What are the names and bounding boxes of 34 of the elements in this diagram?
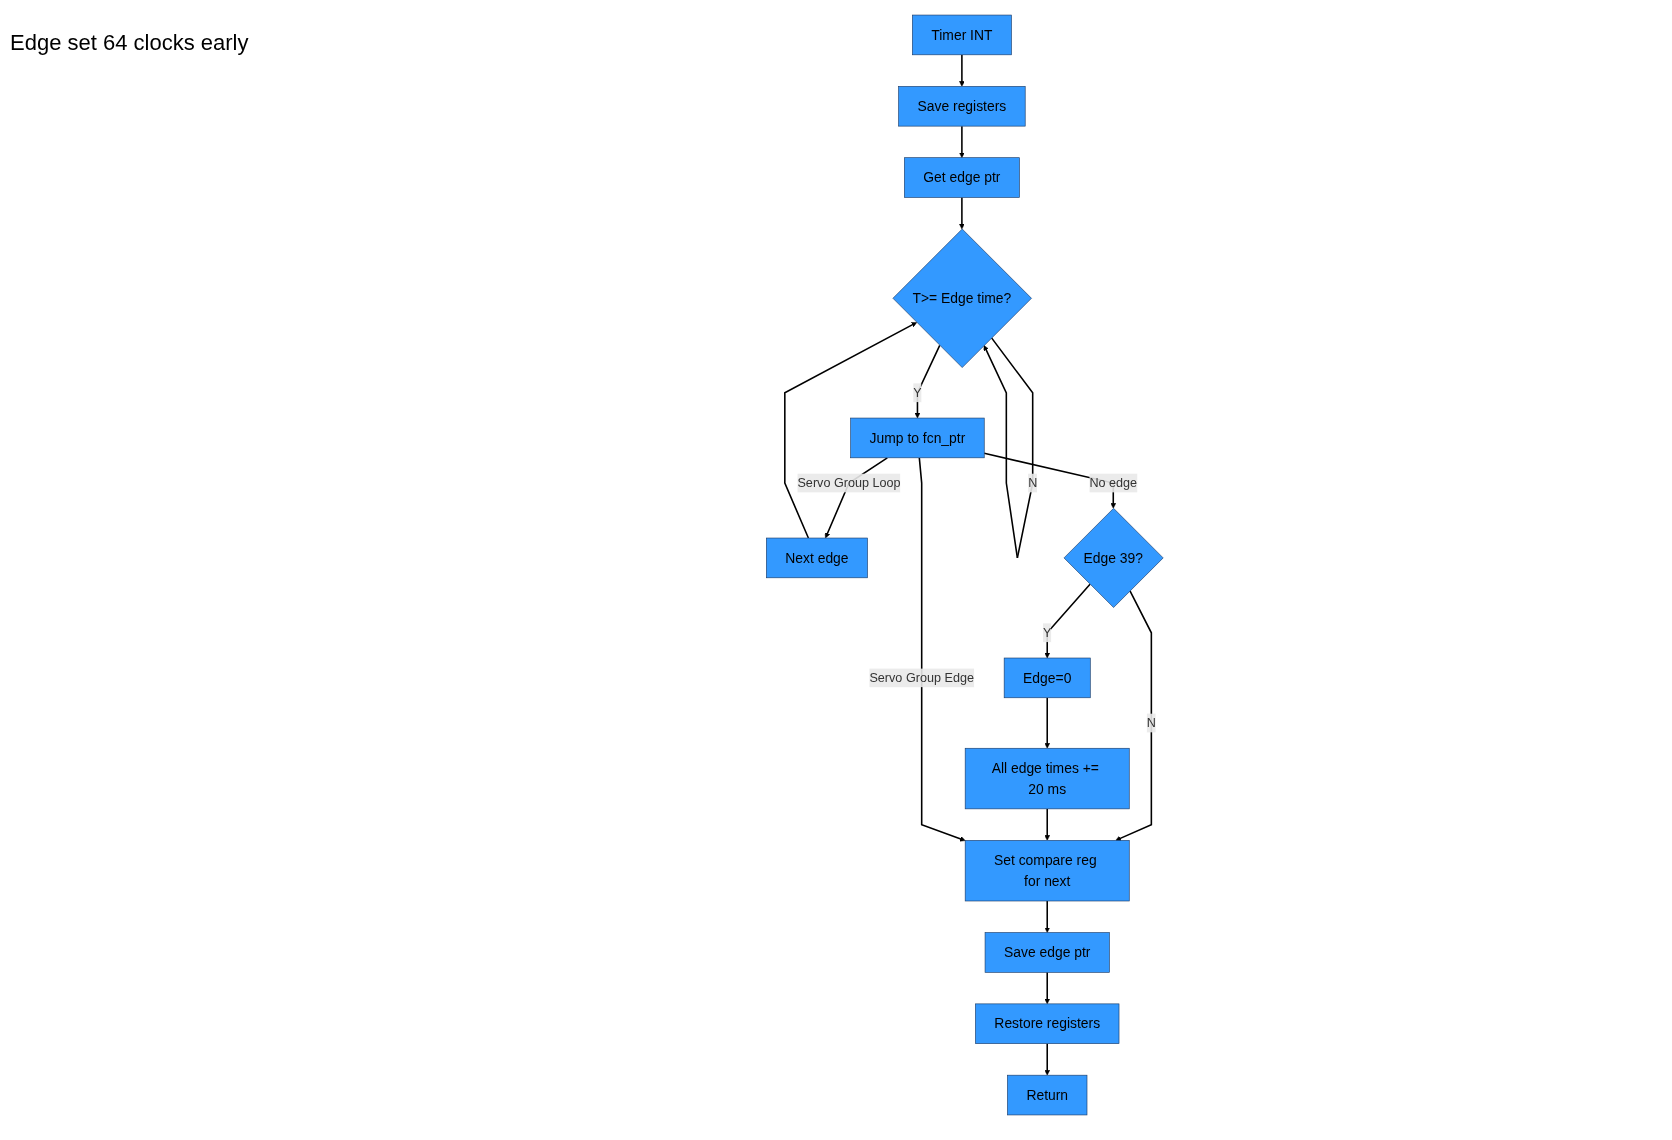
node-box: Restore registers [975,1003,1120,1044]
node-box: Save registers [898,86,1026,127]
node-box: Jump to fcn_ptr [850,417,986,459]
arrow [1044,900,1051,933]
node-box: Get edge ptr [904,157,1021,198]
edge-label: Y [913,385,923,400]
node-box: Set compare reg for next [965,840,1131,902]
arrow [959,125,966,158]
node-box: Edge=0 [1004,657,1092,699]
node-box: Timer INT [912,14,1013,56]
arrow [1044,808,1051,841]
arrow [983,452,1117,509]
arrow [959,196,966,230]
arrow [1115,590,1153,841]
arrow [984,337,1034,559]
node-box: All edge times += 20 ms [965,747,1131,810]
edge-label: Y [1043,625,1052,640]
arrow [1044,697,1051,749]
arrow [919,457,966,842]
arrow [1044,583,1092,659]
node-box: Save edge ptr [985,932,1111,973]
edge-label: N [1147,716,1157,730]
edge-label: No edge [1089,476,1138,490]
arrow [1044,971,1051,1005]
arrow [1044,1042,1051,1076]
node-box: Next edge [766,537,869,579]
edge-label: N [1028,476,1038,490]
arrow [959,54,966,87]
node-diamond: T>= Edge time? [893,228,1033,368]
node-diamond: Edge 39? [1064,508,1164,608]
edge-label: Servo Group Loop [797,476,902,490]
node-box: Return [1007,1074,1088,1116]
note-text: Edge set 64 clocks early [10,30,249,56]
edge-label: Servo Group Edge [869,670,975,685]
